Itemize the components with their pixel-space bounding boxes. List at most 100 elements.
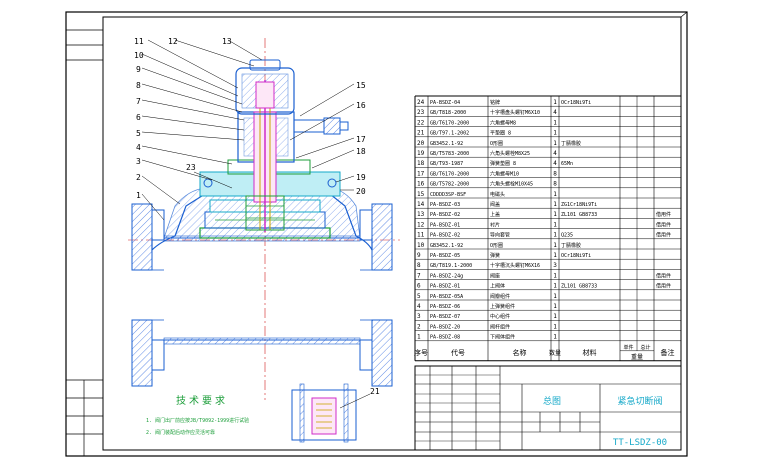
bom-header-unit-weight: 单件 [623,344,633,351]
bom-row-note: 借用件 [656,221,671,228]
bom-row-no: 13 [417,211,425,218]
bom-row-no: 23 [417,109,425,116]
bom-row-code: PA-BSDZ-02 [430,212,460,218]
bom-row-no: 19 [417,150,425,157]
drawing-part-number: TT-LSDZ-00 [613,438,667,448]
bom-row-qty: 1 [553,283,557,290]
bom-row-qty: 4 [553,109,557,116]
bom-row-no: 11 [417,232,425,239]
bom-row-name: 阀瓣组件 [490,293,510,300]
bom-row-qty: 4 [553,150,557,157]
bom-row-name: 六角螺母M8 [490,119,516,126]
bom-row-name: 六角头螺栓M10X45 [490,181,533,188]
bom-header-no: 序号 [414,348,428,357]
bom-row-qty: 1 [553,334,557,341]
bom-row-code: GB/T6170-2000 [430,171,469,177]
bom-header-qty: 数量 [549,349,561,357]
bom-row-note: 借用件 [656,232,671,239]
bom-row-name: 衬片 [490,221,500,228]
valve-assembly-drawing: 11 10 9 8 7 6 5 4 3 2 1 14 12 13 15 16 1… [128,37,400,400]
bom-row-no: 1 [417,334,421,341]
bom-row-qty: 1 [553,119,557,126]
bom-row-no: 5 [417,293,421,300]
bom-row-no: 6 [417,283,421,290]
bom-row-qty: 1 [553,242,557,249]
bom-row-name: 弹簧垫圈 8 [490,160,516,167]
bom-row-material: Q235 [561,233,573,239]
bom-row-material: ZG1Cr18Ni9Ti [561,202,597,208]
bom-row-qty: 4 [553,160,557,167]
bom-row-no: 17 [417,170,425,177]
bom-header-name: 名称 [513,348,527,357]
bom-row-note: 借用件 [656,211,671,218]
bom-row-qty: 1 [553,272,557,279]
bom-row-code: GB/T6170-2000 [430,120,469,126]
bom-row-qty: 1 [553,99,557,106]
callout-12: 12 [168,37,178,46]
detail-view: 21 [291,383,380,443]
bom-row-no: 4 [417,303,421,310]
bom-row-code: GB/T93-1987 [430,161,463,167]
bom-row-qty: 1 [553,130,557,137]
bom-row-name: 弹簧 [490,252,500,259]
bom-row-qty: 1 [553,232,557,239]
bom-row-code: PA-BSDZ-08 [430,335,460,341]
bom-row-note: 借用件 [656,283,671,290]
bom-row-name: 下阀体组件 [490,334,515,341]
bom-row-code: PA-BSDZ-01 [430,284,460,290]
bom-row-no: 15 [417,191,425,198]
bom-row-code: GB/T818-2000 [430,110,466,116]
bom-row-qty: 1 [553,323,557,330]
callout-9: 9 [136,65,141,74]
callout-23: 23 [186,163,196,172]
callout-18: 18 [356,147,366,156]
callout-5: 5 [136,129,141,138]
bom-row-code: PA-BSDZ-24g [430,273,463,279]
bom-row-material: ZL101 GB8733 [561,212,597,218]
bom-row-qty: 8 [553,170,557,177]
bom-row-name: 上阀体 [490,283,505,290]
bom-row-material: 丁腈橡胶 [561,140,581,147]
bom-row-code: GB3452.1-92 [430,243,463,249]
bom-row-name: 阀杆组件 [490,323,510,330]
bom-header-code: 代号 [451,348,465,357]
bom-row-no: 2 [417,323,421,330]
bom-row-code: PA-BSDZ-03 [430,202,460,208]
tech-req-line-1: 1. 阀门出厂前应按JB/T9092-1999进行试验 [146,417,249,424]
bom-row-name: O形圈 [490,242,503,249]
bom-row-qty: 8 [553,181,557,188]
bom-header-weight: 重量 [631,353,643,361]
bom-row-name: 阀盖 [490,201,500,208]
bom-row-code: PA-BSDZ-05A [430,294,463,300]
bom-row-name: 导向套管 [490,232,510,239]
callout-2: 2 [136,173,141,182]
bom-row-note: 借用件 [656,272,671,279]
bom-header-total-weight: 总计 [640,344,650,351]
bom-row-name: 上盖 [490,211,500,218]
bom-row-no: 22 [417,119,425,126]
callout-10: 10 [134,51,144,60]
bom-row-name: 上弹簧组件 [490,303,515,310]
bom-row-code: PA-BSDZ-07 [430,314,460,320]
bom-row-no: 21 [417,130,425,137]
bom-row-code: CDDDD3SP-BSF [430,192,466,198]
bom-row-code: PA-BSDZ-05 [430,253,460,259]
bom-row-code: PA-BSDZ-04 [430,100,460,106]
bom-row-name: 铭牌 [490,99,500,106]
tech-req-title: 技术要求 [176,394,228,407]
bom-row-qty: 1 [553,140,557,147]
bom-row-no: 14 [417,201,425,208]
drawing-name: 总图 [543,395,561,407]
technical-requirements: 技术要求 1. 阀门出厂前应按JB/T9092-1999进行试验 2. 阀门装配… [146,394,249,436]
callout-4: 4 [136,143,141,152]
bom-row-material: OCr18Ni9Ti [561,253,591,259]
bom-row-name: 电磁头 [490,191,505,198]
bom-row-qty: 1 [553,201,557,208]
callout-11: 11 [134,37,144,46]
tech-req-line-2: 2. 阀门装配后动作应灵活可靠 [146,429,215,436]
drawing-title: 紧急切断阀 [617,395,662,407]
callout-7: 7 [136,97,141,106]
bom-row-qty: 1 [553,211,557,218]
